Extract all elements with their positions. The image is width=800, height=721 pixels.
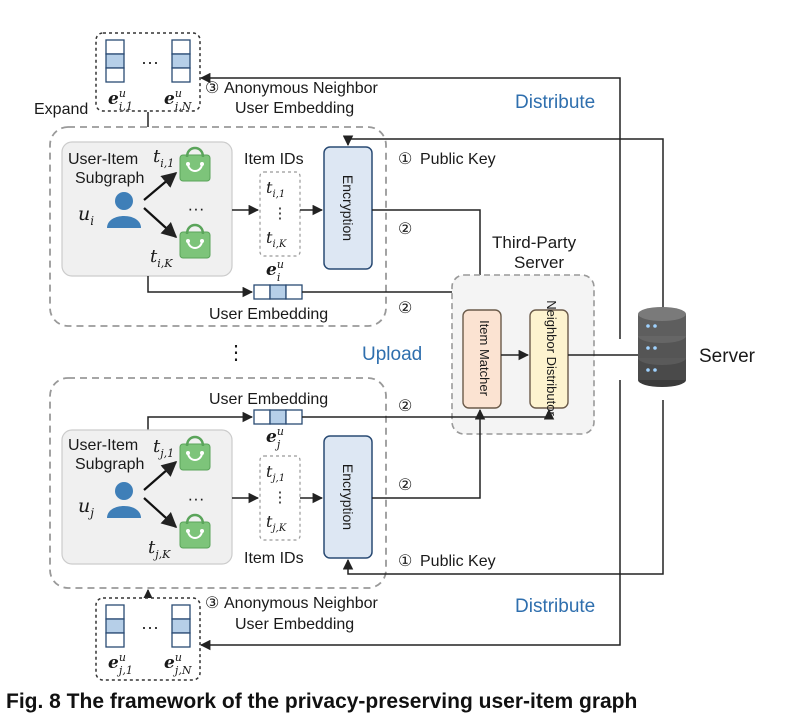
server-label: Server <box>699 346 756 367</box>
client-j-enc-step: ② <box>398 477 412 494</box>
client-i-item-dots: ··· <box>188 199 205 218</box>
client-j-item-ids-label: Item IDs <box>244 550 304 567</box>
client-j-user-label: uj <box>78 495 94 520</box>
client-i-user-label: ui <box>78 203 94 228</box>
client-i-user-embedding-label: User Embedding <box>209 306 328 323</box>
bottom-anon-label-line2: User Embedding <box>235 616 354 633</box>
client-i-item-ids-label: Item IDs <box>244 151 304 168</box>
clients-vdots: ⋮ <box>226 342 246 364</box>
client-i-public-key-step: ① <box>398 151 412 168</box>
client-i-item-bottom-label: ti,K <box>150 246 173 270</box>
bottom-distribute-label: Distribute <box>515 596 595 617</box>
item-matcher-label: Item Matcher <box>477 320 492 397</box>
client-j-edge-bottom <box>143 497 178 529</box>
bottom-anon-vector-last <box>171 604 191 648</box>
bottom-distribute-arrow <box>199 380 621 651</box>
client-j-user-embedding-vector <box>253 409 303 425</box>
client-j-emb-step: ② <box>398 398 412 415</box>
client-j-public-key-step: ① <box>398 553 412 570</box>
third-party-label-line2: Server <box>514 253 564 272</box>
client-j-item-dots: ··· <box>188 489 205 508</box>
bottom-anon-vector-first <box>105 604 125 648</box>
top-anon-vector-first <box>105 39 125 83</box>
client-j-id-top: tj,1 <box>266 462 285 484</box>
client-j-user-embedding-label: User Embedding <box>209 391 328 408</box>
top-anon-vector-last <box>171 39 191 83</box>
bottom-anon-label-line1: Anonymous Neighbor <box>224 595 379 612</box>
client-j-edge-top <box>143 460 178 491</box>
client-j-encryption-label: Encryption <box>340 464 356 530</box>
client-j-public-key-label: Public Key <box>420 553 496 570</box>
client-i-id-bottom: ti,K <box>266 228 287 250</box>
server-icon <box>638 307 686 387</box>
top-anon-dots: ··· <box>141 52 159 72</box>
client-j-public-key-arrow <box>342 400 664 575</box>
client-j-item-ids-box <box>259 455 301 541</box>
client-j-encryption-box <box>323 435 373 559</box>
expand-label: Expand <box>34 101 88 118</box>
bottom-anon-step: ③ <box>205 595 219 612</box>
client-j-subgraph-label-line1: User-Item <box>68 437 138 454</box>
client-j-id-bottom: tj,K <box>266 512 287 534</box>
client-i-subgraph-label-line1: User-Item <box>68 151 138 168</box>
client-j-item-bottom-label: tj,K <box>148 537 171 561</box>
upload-label: Upload <box>362 344 422 365</box>
client-j-subgraph-to-emb-arrow <box>147 411 254 430</box>
client-i-encryption-box <box>323 146 373 270</box>
top-anon-label-line1: Anonymous Neighbor <box>224 80 379 97</box>
client-i-id-vdots: ⋮ <box>273 205 288 222</box>
client-i-public-key-label: Public Key <box>420 151 496 168</box>
third-party-label-line1: Third-Party <box>492 233 577 252</box>
figure-caption: Fig. 8 The framework of the privacy-pres… <box>6 690 638 713</box>
top-distribute-arrow <box>199 72 621 339</box>
client-i-edge-bottom <box>143 207 178 239</box>
neighbor-distributor-label: Neighbor Distributor <box>544 300 559 416</box>
client-i-subgraph-label-line2: Subgraph <box>75 170 144 187</box>
client-i-item-ids-box <box>259 171 301 257</box>
client-i-item-top-label: ti,1 <box>153 146 174 170</box>
top-anon-label-line2: User Embedding <box>235 100 354 117</box>
client-i-emb-step: ② <box>398 300 412 317</box>
client-j-emb-to-distributor-arrow <box>302 408 555 420</box>
client-j-id-vdots: ⋮ <box>273 489 288 506</box>
client-i-encryption-label: Encryption <box>340 175 356 241</box>
top-anon-step: ③ <box>205 80 219 97</box>
client-i-enc-step: ② <box>398 221 412 238</box>
bottom-anon-dots: ··· <box>141 617 159 637</box>
client-j-enc-to-matcher-arrow <box>372 408 486 499</box>
top-distribute-label: Distribute <box>515 92 595 113</box>
client-i-id-top: ti,1 <box>266 178 285 200</box>
item-matcher-box <box>462 309 502 409</box>
neighbor-distributor-box <box>529 309 569 409</box>
client-i-public-key-arrow <box>342 135 664 310</box>
client-j-subgraph-label-line2: Subgraph <box>75 456 144 473</box>
client-i-edge-top <box>143 172 178 201</box>
client-i-user-embedding-vector <box>253 284 303 300</box>
client-i-subgraph-to-emb-arrow <box>147 276 254 298</box>
client-j-item-top-label: tj,1 <box>153 436 174 460</box>
